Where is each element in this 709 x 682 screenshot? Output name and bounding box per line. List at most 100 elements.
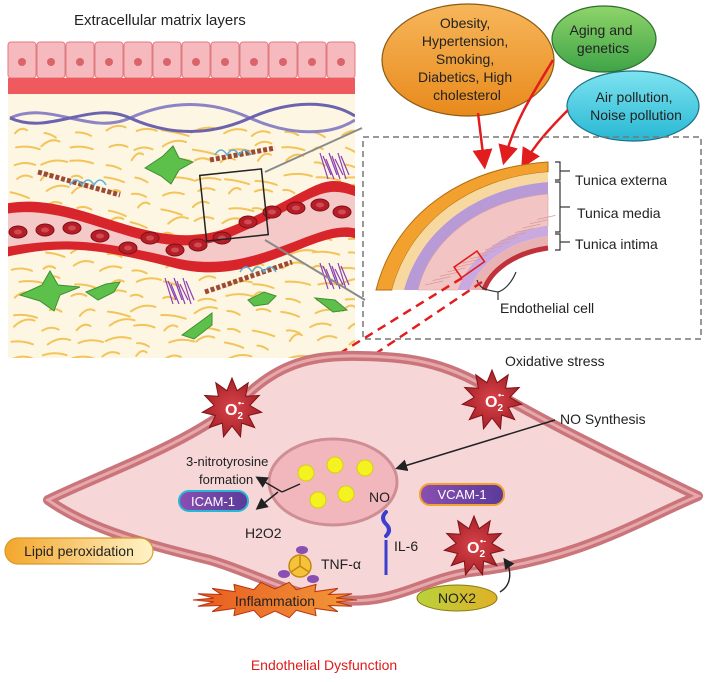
- h2o2-label: H2O2: [245, 525, 282, 541]
- proteoglycan-strand: [340, 265, 350, 286]
- collagen-fiber: [70, 174, 84, 180]
- collagen-fiber: [195, 359, 210, 365]
- proteoglycan-strand: [331, 155, 341, 180]
- collagen-fiber: [42, 265, 57, 270]
- tunica-media-label: Tunica media: [577, 205, 661, 221]
- epithelial-nucleus: [308, 58, 316, 66]
- proteoglycan-strand: [340, 155, 350, 176]
- no-molecule-2: [326, 456, 344, 474]
- risk-pollution-label: Air pollution, Noise pollution: [590, 89, 682, 123]
- collagen-fiber: [162, 295, 176, 301]
- collagen-fiber: [135, 350, 148, 357]
- nox2-arrow: [499, 557, 515, 593]
- collagen-fiber: [105, 164, 122, 171]
- collagen-fiber: [15, 145, 41, 151]
- superoxide-star-bottom: O2•-: [442, 514, 506, 577]
- epithelial-cell-row: [7, 41, 356, 79]
- glycoprotein-strand-2: [214, 149, 252, 157]
- proteoglycan-strand: [337, 262, 347, 290]
- red-blood-cell-center: [41, 227, 49, 233]
- muscle-fiber: [454, 263, 474, 268]
- collagen-fiber: [136, 342, 150, 348]
- collagen-bundle: [37, 169, 121, 198]
- collagen-fiber: [48, 308, 63, 313]
- superoxide-burst: [200, 376, 264, 439]
- collagen-fiber: [223, 128, 248, 135]
- collagen-fiber: [46, 337, 72, 346]
- superoxide-label: O2•-: [225, 398, 244, 422]
- fibroblast-cell-5: [247, 291, 277, 307]
- collagen-fiber: [160, 129, 190, 137]
- collagen-fiber: [40, 159, 69, 166]
- external-elastic-lamina: [404, 182, 548, 290]
- collagen-fiber: [347, 237, 355, 241]
- proteoglycan-strand: [325, 158, 335, 180]
- collagen-fiber: [74, 131, 93, 137]
- icam-badge: [178, 490, 249, 512]
- collagen-fiber: [69, 159, 94, 165]
- no-synthesis-label: NO Synthesis: [560, 411, 646, 427]
- collagen-fiber: [162, 191, 185, 197]
- tunica-externa-label: Tunica externa: [575, 172, 667, 188]
- collagen-fiber: [257, 359, 268, 364]
- red-blood-cell-center: [244, 219, 252, 225]
- red-blood-cell-center: [124, 245, 132, 251]
- red-blood-cell-center: [14, 229, 22, 235]
- endothelial-cell: NO O2•- O2•- O2•- Oxidative stress NO Sy…: [43, 350, 703, 619]
- collagen-fiber: [75, 323, 92, 332]
- zoom-line-bottom: [264, 239, 366, 301]
- red-blood-cell-center: [194, 242, 202, 248]
- muscle-fiber: [522, 223, 541, 229]
- superoxide-star-left: O2•-: [200, 376, 264, 439]
- collagen-fiber: [341, 129, 355, 137]
- collagen-fiber: [197, 187, 216, 193]
- collagen-fiber: [77, 339, 104, 345]
- collagen-fiber: [226, 327, 241, 333]
- risk-pollution-ellipse: [566, 70, 700, 142]
- red-blood-cell-center: [292, 205, 300, 211]
- collagen-fiber: [254, 179, 278, 186]
- collagen-fiber: [252, 283, 275, 290]
- collagen-fiber: [71, 355, 96, 358]
- basement-membrane: [8, 78, 355, 94]
- collagen-fiber: [105, 124, 127, 132]
- collagen-fiber: [135, 127, 158, 132]
- proteoglycan-strand: [328, 152, 338, 176]
- collagen-fiber: [10, 340, 34, 346]
- nox2-label: NOX2: [438, 590, 476, 606]
- fibroblast-cell-6: [313, 297, 349, 313]
- collagen-fiber: [129, 221, 148, 229]
- no-molecule: [297, 464, 315, 482]
- collagen-fiber: [76, 206, 93, 211]
- proteoglycan-strand: [337, 152, 347, 180]
- red-blood-cell-center: [171, 247, 179, 253]
- tnf-receptor: [278, 546, 319, 583]
- muscle-fiber: [462, 258, 481, 264]
- collagen-fiber: [198, 275, 217, 282]
- collagen-fiber: [12, 318, 36, 328]
- collagen-fiber: [223, 341, 245, 349]
- proteoglycan-strand: [319, 152, 329, 180]
- collagen-fiber: [16, 174, 33, 180]
- epithelial-nucleus: [76, 58, 84, 66]
- smooth-muscle-texture: [424, 214, 556, 286]
- collagen-fiber: [283, 172, 313, 178]
- epithelial-nucleus: [47, 58, 55, 66]
- collagen-fiber: [108, 143, 129, 148]
- collagen-fiber: [12, 355, 34, 358]
- proteoglycan-strand: [173, 277, 183, 301]
- collagen-fiber: [9, 191, 30, 200]
- epithelial-nucleus: [105, 58, 113, 66]
- red-blood-cell-center: [338, 209, 346, 215]
- proteoglycan-strand: [334, 158, 344, 176]
- glycoprotein-strand-3: [239, 266, 277, 274]
- collagen-fiber: [288, 333, 303, 343]
- vcam-badge: [419, 483, 505, 506]
- collagen-fiber: [104, 336, 132, 343]
- collagen-fiber: [133, 146, 154, 152]
- collagen-fiber: [255, 308, 272, 313]
- collagen-fiber: [191, 200, 210, 209]
- collagen-fiber: [219, 157, 236, 164]
- epithelial-nucleus: [134, 58, 142, 66]
- collagen-fiber: [168, 338, 196, 344]
